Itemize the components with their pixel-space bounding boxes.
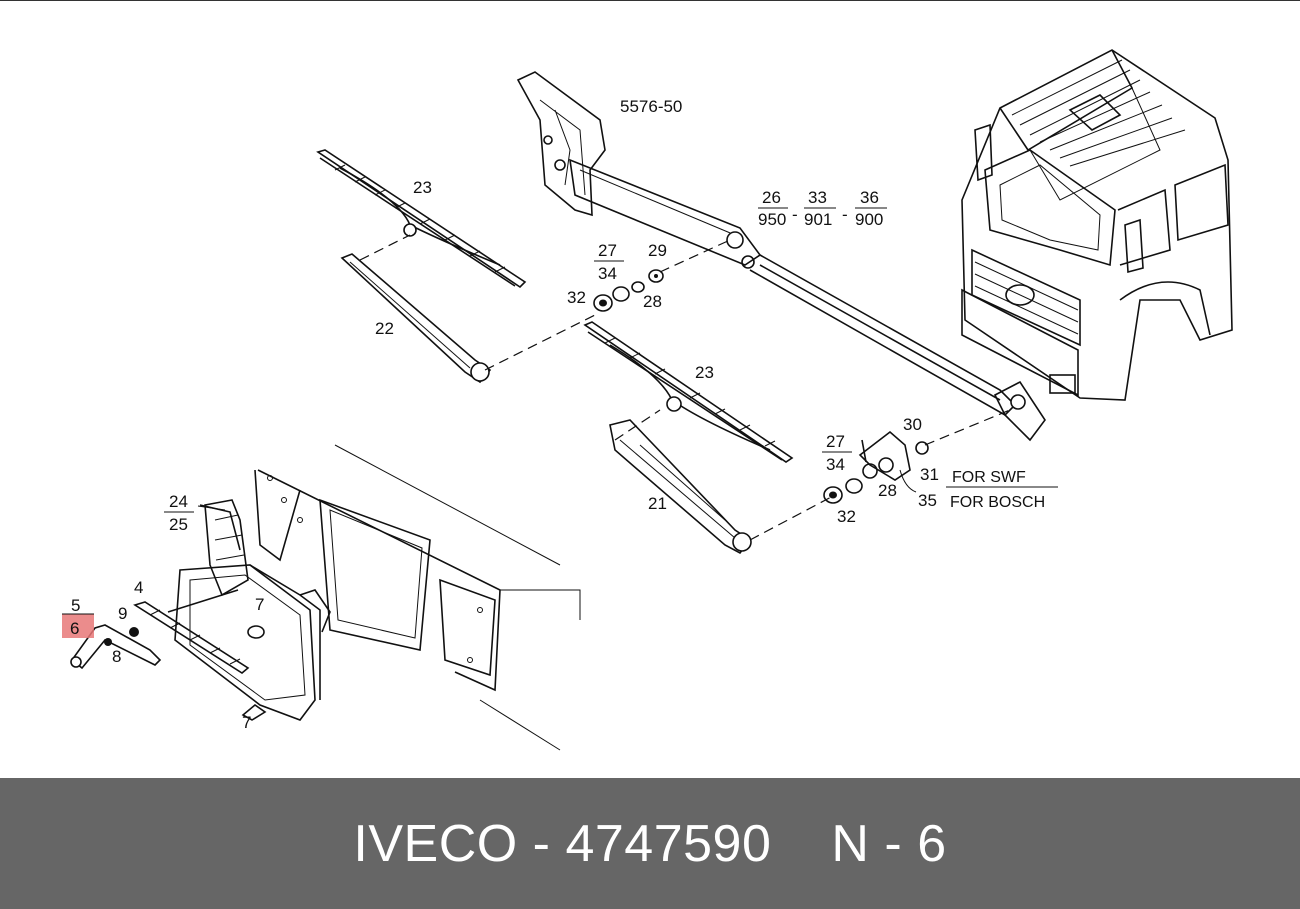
wiper-blade-23-lower <box>583 321 794 463</box>
label-34-lower: 34 <box>826 455 845 474</box>
headlamp-small-parts <box>129 625 267 721</box>
label-28-lower: 28 <box>878 481 897 500</box>
wiper-linkage-frame <box>516 71 1046 442</box>
label-26: 26 <box>762 188 781 207</box>
washer-nut-set-lower <box>823 430 929 504</box>
highlight-box <box>62 614 94 638</box>
label-22: 22 <box>375 319 394 338</box>
label-7-lower: 7 <box>242 713 251 732</box>
part-number: 4747590 <box>565 814 772 873</box>
label-4: 4 <box>134 578 143 597</box>
label-27-upper: 27 <box>598 241 617 260</box>
label-21: 21 <box>648 494 667 513</box>
label-901: 901 <box>804 210 832 229</box>
label-for-bosch: FOR BOSCH <box>950 494 1045 511</box>
label-23-upper: 23 <box>413 178 432 197</box>
label-7-upper: 7 <box>255 595 264 614</box>
label-5576-50: 5576-50 <box>620 97 682 116</box>
label-dash: - <box>792 205 798 224</box>
label-5: 5 <box>71 596 80 615</box>
label-8: 8 <box>112 647 121 666</box>
label-34-upper: 34 <box>598 264 617 283</box>
label-32-upper: 32 <box>567 288 586 307</box>
label-dash: - <box>842 205 848 224</box>
label-6-highlighted: 6 <box>70 619 79 638</box>
label-31: 31 <box>920 465 939 484</box>
wiper-arm-21 <box>609 419 752 555</box>
label-30: 30 <box>903 415 922 434</box>
headlamp-wiper-motor <box>199 499 249 597</box>
label-25: 25 <box>169 515 188 534</box>
wiper-blade-23-upper <box>316 149 527 289</box>
brand-name: IVECO <box>353 814 518 873</box>
label-27-lower: 27 <box>826 432 845 451</box>
cab-front-panel <box>254 444 581 751</box>
wiper-arm-22 <box>340 253 492 384</box>
truck-cab-illustration <box>961 49 1233 401</box>
callout-labels: 5576-50 23 22 26 950 - 33 901 - 36 900 2… <box>62 97 1058 732</box>
part-footer-banner: IVECO - 4747590 N - 6 <box>0 778 1300 909</box>
headlamp-wiper-blade <box>133 589 250 674</box>
label-for-swf: FOR SWF <box>952 469 1026 486</box>
headlamp-housing <box>174 564 331 721</box>
leader-line <box>197 505 226 511</box>
label-23-lower: 23 <box>695 363 714 382</box>
label-32-lower: 32 <box>837 507 856 526</box>
separator: - <box>884 814 903 873</box>
label-950: 950 <box>758 210 786 229</box>
leader-line <box>899 469 917 493</box>
page-number: 6 <box>917 814 947 873</box>
label-24: 24 <box>169 492 188 511</box>
washer-nut-set-upper <box>593 269 664 312</box>
label-9: 9 <box>118 604 127 623</box>
label-35: 35 <box>918 491 937 510</box>
assembly-guide-lines <box>359 234 1011 541</box>
exploded-view-drawing: 5576-50 23 22 26 950 - 33 901 - 36 900 2… <box>62 49 1233 751</box>
label-29: 29 <box>648 241 667 260</box>
label-28-upper: 28 <box>643 292 662 311</box>
page-letter: N <box>831 814 870 873</box>
label-33: 33 <box>808 188 827 207</box>
headlamp-wiper-arm <box>70 624 162 670</box>
label-36: 36 <box>860 188 879 207</box>
parts-diagram: 5576-50 23 22 26 950 - 33 901 - 36 900 2… <box>0 0 1300 751</box>
label-900: 900 <box>855 210 883 229</box>
separator: - <box>532 814 551 873</box>
